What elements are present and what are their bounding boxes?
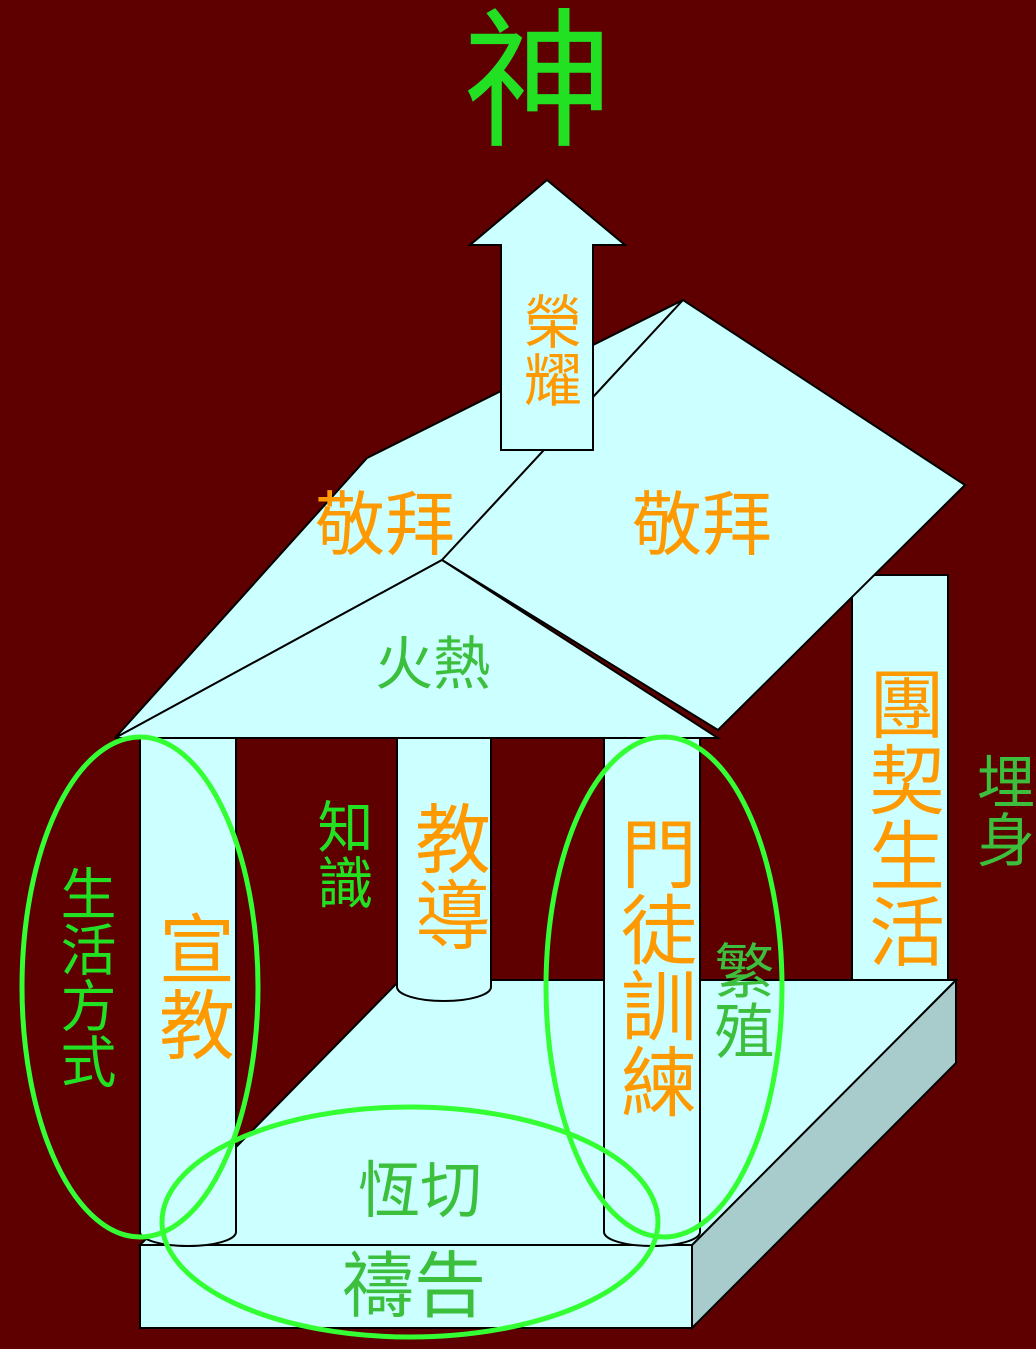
- ellipse-prayer: [159, 1104, 661, 1340]
- pediment-fervent-label: 火熱: [375, 630, 492, 698]
- pillar2-knowledge-label: 知識: [308, 798, 373, 910]
- pillar3-multiply-label: 繁殖: [704, 940, 774, 1060]
- roof-right: [440, 298, 967, 732]
- foundation-persistent-label: 恆切: [358, 1154, 483, 1227]
- pillar4-involvement-label: 埋身: [967, 752, 1035, 868]
- foundation-prayer-label: 禱告: [342, 1244, 487, 1328]
- pillar1-lifestyle-label: 生活方式: [51, 865, 116, 1089]
- foundation-front: [139, 1244, 693, 1329]
- ellipse-discipleship: [543, 734, 785, 1240]
- roof-right-worship-label: 敬拜: [632, 484, 772, 566]
- pediment: [114, 558, 722, 739]
- glory-arrow: [467, 178, 628, 451]
- glory-label: 榮耀: [514, 292, 582, 408]
- roof-left-worship-label: 敬拜: [315, 484, 455, 566]
- god-label: 神: [462, 0, 613, 170]
- pillar2-teaching-label: 教導: [402, 800, 491, 952]
- pillar-2: [396, 737, 492, 1002]
- pillar3-discipleship-label: 門徒訓練: [608, 815, 697, 1119]
- pillar1-mission-label: 宣教: [146, 910, 235, 1062]
- pillar4-fellowship-label: 團契生活: [856, 665, 945, 969]
- ellipse-mission: [19, 734, 261, 1240]
